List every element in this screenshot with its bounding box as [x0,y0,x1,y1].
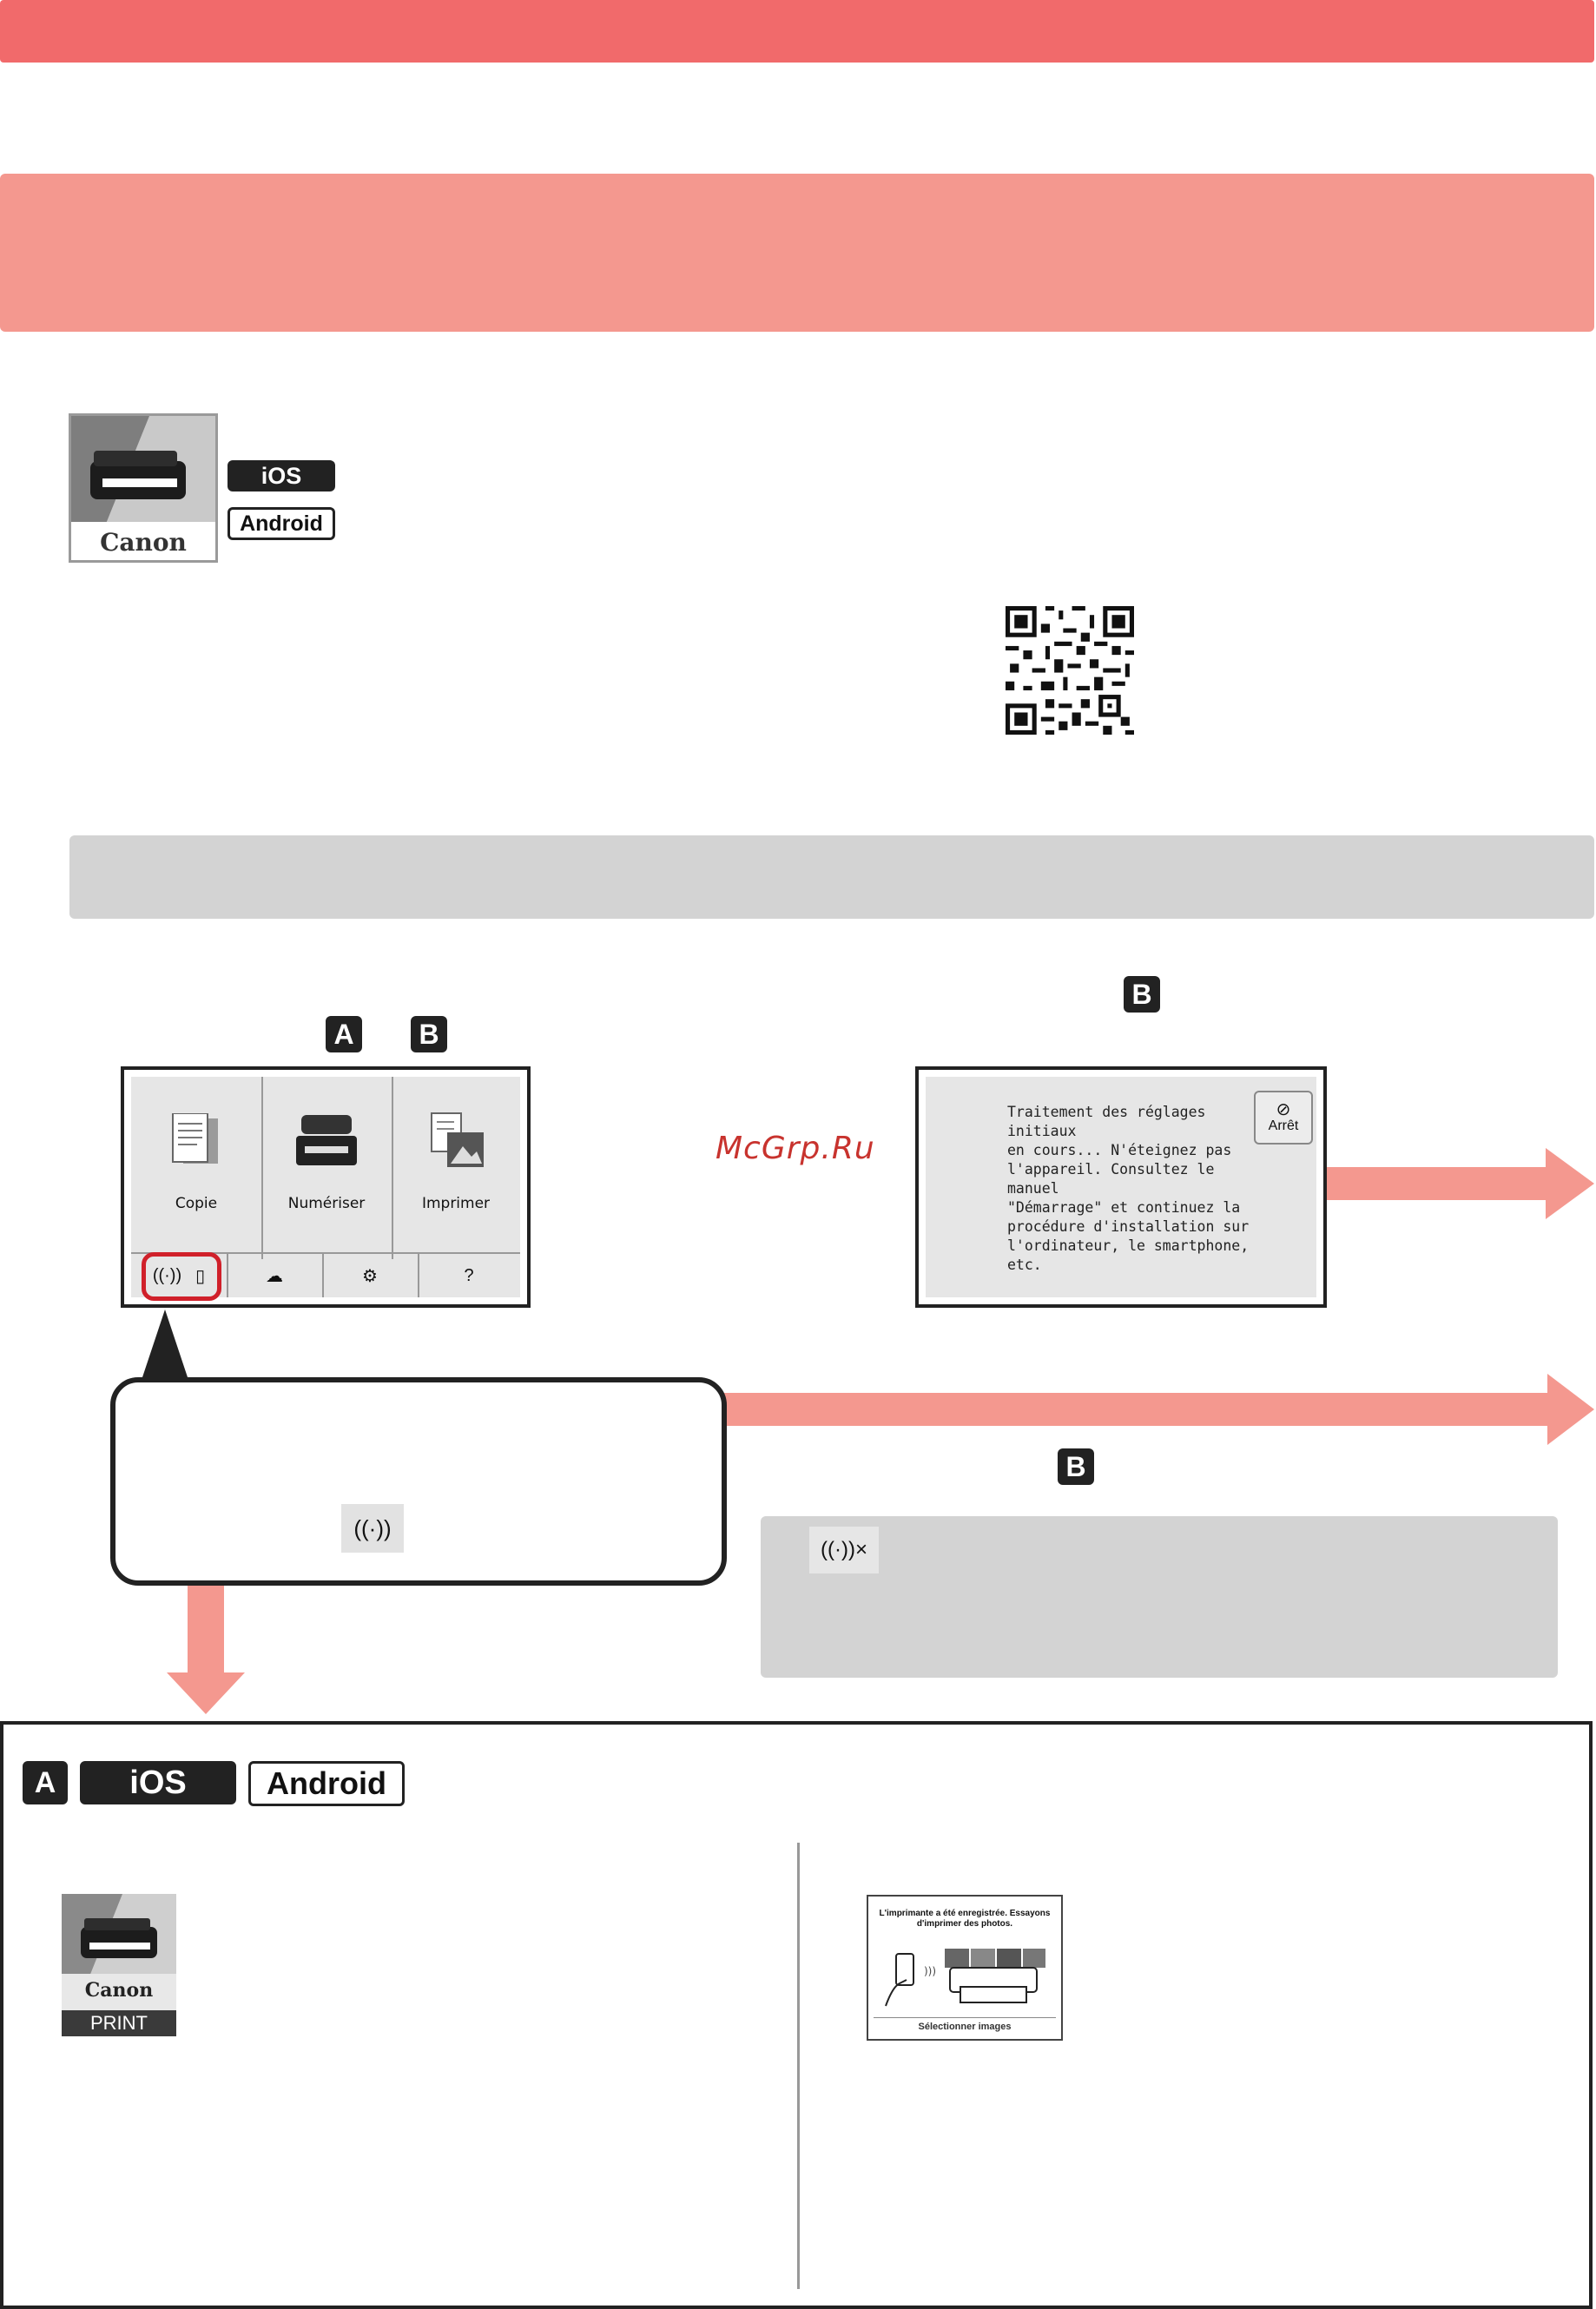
help-icon: ? [464,1265,474,1285]
registered-title: L'imprimante a été enregistrée. Essayons… [879,1909,1051,1929]
watermark: McGrp.Ru [716,1131,875,1166]
section-title-bar [0,174,1594,332]
canon-app-icon: Canon [69,413,218,563]
wireless-status-button[interactable]: ((·)) ▯ [131,1254,228,1297]
column-divider [797,1843,800,2289]
printer-home-screen: Copie Numériser Imprimer ((·)) ▯ [121,1066,531,1308]
stop-label: Arrêt [1268,1118,1299,1133]
section-a [0,1721,1593,2309]
copy-label: Copie [175,1195,218,1212]
gear-icon: ⚙ [362,1266,378,1286]
print-label: Imprimer [421,1195,491,1212]
print-label: PRINT [62,2010,176,2036]
cloud-button[interactable]: ☁ [227,1254,324,1297]
processing-message: Traitement des réglages initiaux en cour… [1007,1104,1250,1273]
qr-code-icon [1006,606,1134,735]
cloud-icon: ☁ [266,1266,283,1286]
copy-tile[interactable]: Copie [131,1077,263,1259]
smartphone-icon: ▯ [195,1266,206,1286]
android-badge: Android [228,507,335,540]
printer-registered-screen: L'imprimante a été enregistrée. Essayons… [867,1895,1063,2041]
print-photo-icon [431,1112,484,1167]
wifi-icon: ((·)) [341,1504,404,1553]
copy-icon [172,1113,218,1164]
section-a-badge: A [23,1761,68,1804]
scanner-icon [296,1115,357,1165]
wireless-highlight-ring [142,1252,221,1301]
scan-label: Numériser [287,1195,366,1212]
printer-icon [90,416,215,524]
ios-badge: iOS [228,460,335,491]
label-a-badge: A [326,1016,362,1052]
info-banner [69,835,1594,919]
canon-brand-label: Canon [100,528,187,557]
help-button[interactable]: ? [418,1254,520,1297]
label-b-badge: B [1124,976,1160,1013]
canon-brand-label: Canon [84,1979,154,2002]
wifi-icon: ((·)) [152,1265,182,1285]
printer-icon [62,1894,176,1981]
callout-pointer [141,1310,189,1382]
note-panel: ((·))× [761,1516,1558,1678]
arrow-right-icon [1327,1148,1594,1219]
arrow-down-icon [167,1586,245,1714]
stop-icon: ⊘ [1276,1100,1291,1119]
canon-print-app-icon: Canon PRINT [62,1894,176,2036]
scan-tile[interactable]: Numériser [261,1077,393,1259]
header-bar [0,0,1594,63]
label-b-badge: B [1058,1448,1094,1485]
print-tile[interactable]: Imprimer [392,1077,520,1259]
select-images-button[interactable]: Sélectionner images [874,2017,1056,2035]
section-android-badge: Android [248,1761,405,1806]
label-b-badge: B [411,1016,447,1052]
wifi-off-icon: ((·))× [809,1527,879,1573]
home-bottom-bar: ((·)) ▯ ☁ ⚙ ? [131,1252,520,1297]
arrow-right-icon [722,1374,1594,1445]
settings-button[interactable]: ⚙ [322,1254,419,1297]
processing-screen: Traitement des réglages initiaux en cour… [915,1066,1327,1308]
svg-text:))): ))) [924,1965,936,1977]
phone-to-printer-illustration: ))) [885,1949,1045,2007]
callout-box: ((·)) [110,1377,727,1586]
section-ios-badge: iOS [80,1761,236,1804]
stop-button[interactable]: ⊘ Arrêt [1254,1091,1313,1145]
